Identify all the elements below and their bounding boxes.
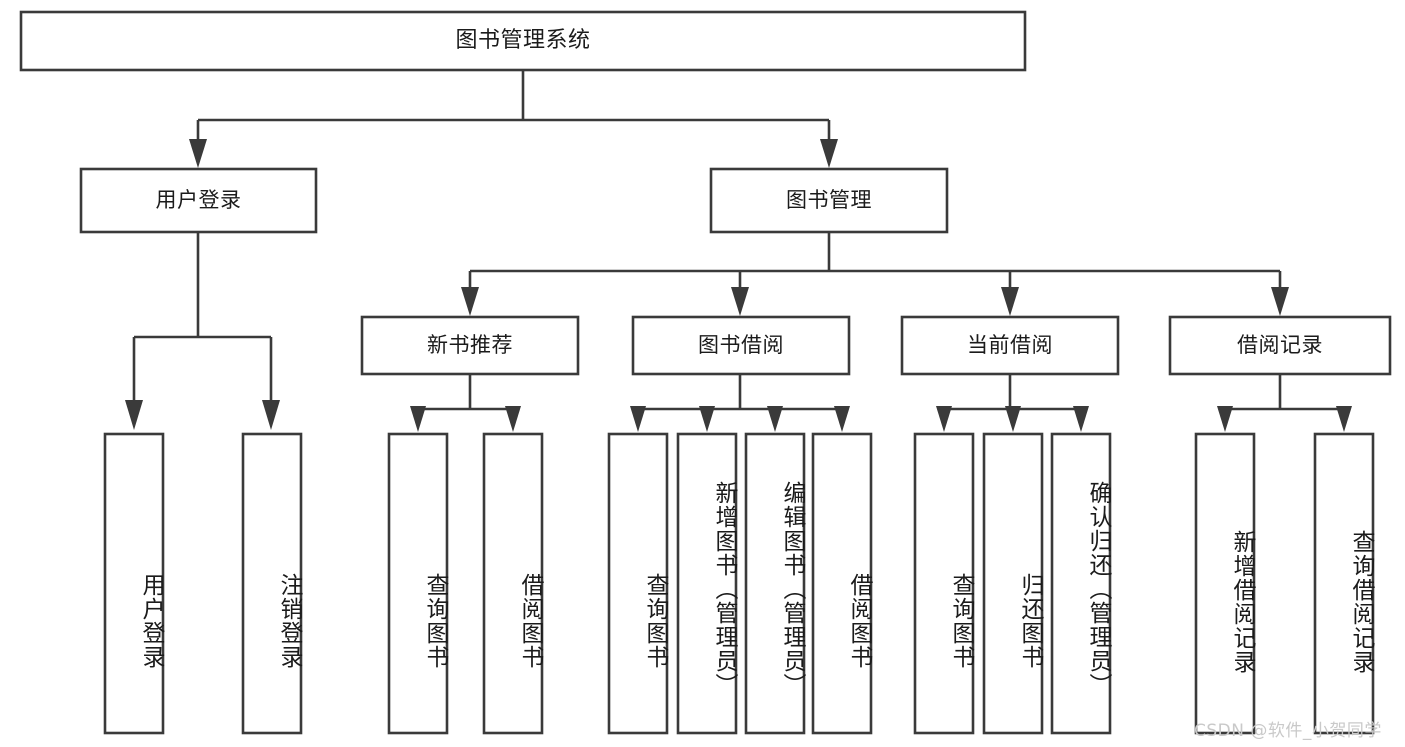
arrowhead-user-login — [189, 139, 207, 168]
arrowhead-new-book — [461, 287, 479, 316]
node-box-leaf-borrow-book-1[interactable] — [482, 432, 544, 735]
node-box-root[interactable] — [19, 10, 1027, 72]
arrowhead-user-login-leaf-2 — [262, 400, 280, 430]
node-box-leaf-query-book-1[interactable] — [387, 432, 449, 735]
arrowhead-book-borrow-leaf-4 — [834, 406, 850, 432]
node-box-leaf-query-book-3[interactable] — [913, 432, 975, 735]
node-box-leaf-logout[interactable] — [241, 432, 303, 735]
arrowhead-book-borrow — [731, 287, 749, 316]
node-box-leaf-query-book-2[interactable] — [607, 432, 669, 735]
arrowhead-current-borrow-leaf-2 — [1005, 406, 1021, 432]
node-box-new-book-recommend[interactable] — [360, 315, 580, 376]
node-box-leaf-borrow-book-2[interactable] — [811, 432, 873, 735]
node-box-leaf-query-record[interactable] — [1313, 432, 1375, 735]
arrowhead-book-borrow-leaf-3 — [767, 406, 783, 432]
arrowhead-current-borrow — [1001, 287, 1019, 316]
node-box-user-login[interactable] — [79, 167, 318, 234]
node-box-borrow-record[interactable] — [1168, 315, 1392, 376]
arrowhead-borrow-record — [1271, 287, 1289, 316]
arrowhead-current-borrow-leaf-1 — [936, 406, 952, 432]
node-box-leaf-return-book[interactable] — [982, 432, 1044, 735]
arrowhead-user-login-leaf-1 — [125, 400, 143, 430]
node-box-current-borrow[interactable] — [900, 315, 1120, 376]
arrowhead-book-manage — [820, 139, 838, 168]
arrowhead-new-book-leaf-2 — [505, 406, 521, 432]
node-box-leaf-edit-book[interactable] — [744, 432, 806, 735]
arrowhead-borrow-record-leaf-2 — [1336, 406, 1352, 432]
node-box-book-borrow[interactable] — [631, 315, 851, 376]
arrowhead-book-borrow-leaf-2 — [699, 406, 715, 432]
arrowhead-borrow-record-leaf-1 — [1217, 406, 1233, 432]
node-box-leaf-add-record[interactable] — [1194, 432, 1256, 735]
node-box-leaf-user-login[interactable] — [103, 432, 165, 735]
arrowhead-book-borrow-leaf-1 — [630, 406, 646, 432]
node-box-leaf-confirm-return[interactable] — [1050, 432, 1112, 735]
node-box-leaf-add-book[interactable] — [676, 432, 738, 735]
arrowhead-current-borrow-leaf-3 — [1073, 406, 1089, 432]
arrowhead-new-book-leaf-1 — [410, 406, 426, 432]
node-box-book-manage[interactable] — [709, 167, 949, 234]
